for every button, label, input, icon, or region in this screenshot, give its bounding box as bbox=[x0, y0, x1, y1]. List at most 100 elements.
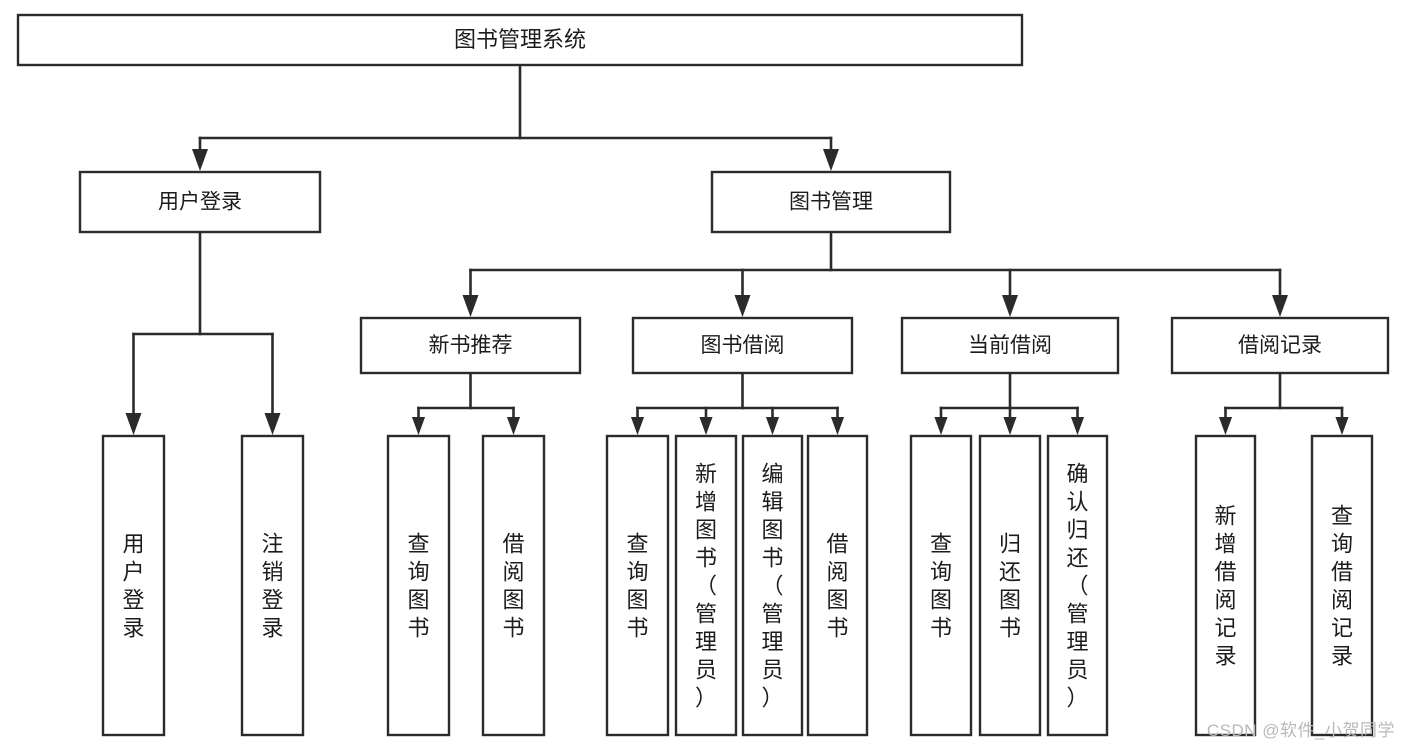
node-label-borrow-record: 借阅记录 bbox=[1238, 334, 1322, 357]
arrow-level3-to-leaf-3-0 bbox=[1218, 416, 1233, 435]
arrow-level3-to-leaf-1-0 bbox=[630, 416, 645, 435]
arrow-root-to-level2-1 bbox=[823, 149, 839, 171]
svg-text:登: 登 bbox=[261, 588, 283, 613]
svg-text:还: 还 bbox=[999, 560, 1021, 585]
arrow-level3-to-leaf-0-1 bbox=[506, 416, 521, 435]
svg-text:阅: 阅 bbox=[826, 560, 848, 585]
svg-text:图: 图 bbox=[761, 518, 783, 543]
connector-layer bbox=[125, 63, 1349, 435]
svg-text:记: 记 bbox=[1331, 616, 1353, 641]
node-label-root: 图书管理系统 bbox=[454, 27, 586, 52]
node-label-book-borrow: 图书借阅 bbox=[701, 334, 785, 357]
svg-text:户: 户 bbox=[122, 560, 144, 585]
svg-text:图: 图 bbox=[826, 588, 848, 613]
node-box-leaf-confirm-return bbox=[1046, 434, 1109, 737]
arrow-ul-to-leaf-0 bbox=[125, 413, 142, 435]
svg-text:管: 管 bbox=[761, 602, 783, 627]
node-box-leaf-query-book-2 bbox=[605, 434, 670, 737]
svg-text:员: 员 bbox=[695, 658, 717, 683]
svg-text:阅: 阅 bbox=[1331, 588, 1353, 613]
node-label-book-management: 图书管理 bbox=[789, 191, 873, 214]
node-box-leaf-user-logout bbox=[240, 434, 305, 737]
node-label-leaf-user-login: 用户登录 bbox=[122, 532, 144, 641]
arrow-bm-to-level3-2 bbox=[1002, 295, 1018, 317]
svg-text:用: 用 bbox=[122, 532, 144, 557]
arrow-level3-to-leaf-2-2 bbox=[1070, 416, 1085, 435]
arrow-bm-to-level3-3 bbox=[1272, 295, 1288, 317]
node-box-new-book-recommend bbox=[359, 316, 582, 375]
svg-text:借: 借 bbox=[826, 532, 848, 557]
svg-text:（: （ bbox=[695, 574, 717, 599]
node-label-user-login: 用户登录 bbox=[158, 191, 242, 214]
node-box-leaf-query-record bbox=[1310, 434, 1374, 737]
svg-text:登: 登 bbox=[122, 588, 144, 613]
svg-text:书: 书 bbox=[999, 616, 1021, 641]
svg-text:图: 图 bbox=[695, 518, 717, 543]
arrow-level3-to-leaf-1-2 bbox=[765, 416, 780, 435]
svg-text:）: ） bbox=[1066, 686, 1088, 711]
arrow-level3-to-leaf-1-3 bbox=[830, 416, 845, 435]
svg-text:（: （ bbox=[1066, 574, 1088, 599]
svg-text:图: 图 bbox=[999, 588, 1021, 613]
svg-text:管: 管 bbox=[695, 602, 717, 627]
watermark-text: CSDN @软件_小贺同学 bbox=[1206, 721, 1395, 740]
svg-text:员: 员 bbox=[1066, 658, 1088, 683]
arrow-level3-to-leaf-3-1 bbox=[1335, 416, 1349, 435]
svg-text:询: 询 bbox=[1331, 532, 1353, 557]
svg-text:辑: 辑 bbox=[761, 490, 783, 515]
svg-text:借: 借 bbox=[1331, 560, 1353, 585]
svg-text:录: 录 bbox=[261, 616, 283, 641]
svg-text:询: 询 bbox=[407, 560, 429, 585]
node-box-leaf-add-book bbox=[674, 434, 738, 737]
svg-text:书: 书 bbox=[502, 616, 524, 641]
arrow-ul-to-leaf-1 bbox=[264, 413, 281, 435]
svg-text:员: 员 bbox=[761, 658, 783, 683]
svg-text:（: （ bbox=[761, 574, 783, 599]
svg-text:录: 录 bbox=[1214, 644, 1236, 669]
svg-text:阅: 阅 bbox=[502, 560, 524, 585]
svg-text:认: 认 bbox=[1066, 490, 1088, 515]
svg-text:阅: 阅 bbox=[1214, 588, 1236, 613]
svg-text:图: 图 bbox=[407, 588, 429, 613]
node-box-leaf-query-book-3 bbox=[909, 434, 973, 737]
arrow-bm-to-level3-0 bbox=[462, 295, 479, 317]
svg-text:注: 注 bbox=[261, 532, 283, 557]
svg-text:记: 记 bbox=[1214, 616, 1236, 641]
svg-text:书: 书 bbox=[930, 616, 952, 641]
arrow-level3-to-leaf-0-0 bbox=[411, 416, 426, 435]
svg-text:理: 理 bbox=[761, 630, 783, 655]
svg-text:理: 理 bbox=[1066, 630, 1088, 655]
svg-text:查: 查 bbox=[407, 532, 429, 557]
svg-text:查: 查 bbox=[626, 532, 648, 557]
svg-text:增: 增 bbox=[1214, 532, 1236, 557]
svg-text:录: 录 bbox=[1331, 644, 1353, 669]
svg-text:图: 图 bbox=[502, 588, 524, 613]
node-box-book-borrow bbox=[631, 316, 854, 375]
node-box-book-management bbox=[710, 170, 952, 234]
svg-text:理: 理 bbox=[695, 630, 717, 655]
svg-text:销: 销 bbox=[261, 560, 283, 585]
node-box-user-login bbox=[78, 170, 322, 234]
node-box-borrow-record bbox=[1170, 316, 1390, 375]
node-label-new-book-recommend: 新书推荐 bbox=[429, 334, 513, 357]
svg-text:确: 确 bbox=[1066, 462, 1088, 487]
svg-text:书: 书 bbox=[761, 546, 783, 571]
svg-text:查: 查 bbox=[930, 532, 952, 557]
svg-text:书: 书 bbox=[695, 546, 717, 571]
svg-text:书: 书 bbox=[407, 616, 429, 641]
arrow-level3-to-leaf-2-0 bbox=[934, 416, 948, 435]
svg-text:询: 询 bbox=[930, 560, 952, 585]
node-layer: 图书管理系统用户登录图书管理新书推荐图书借阅当前借阅借阅记录用户登录注销登录查询… bbox=[16, 13, 1390, 737]
